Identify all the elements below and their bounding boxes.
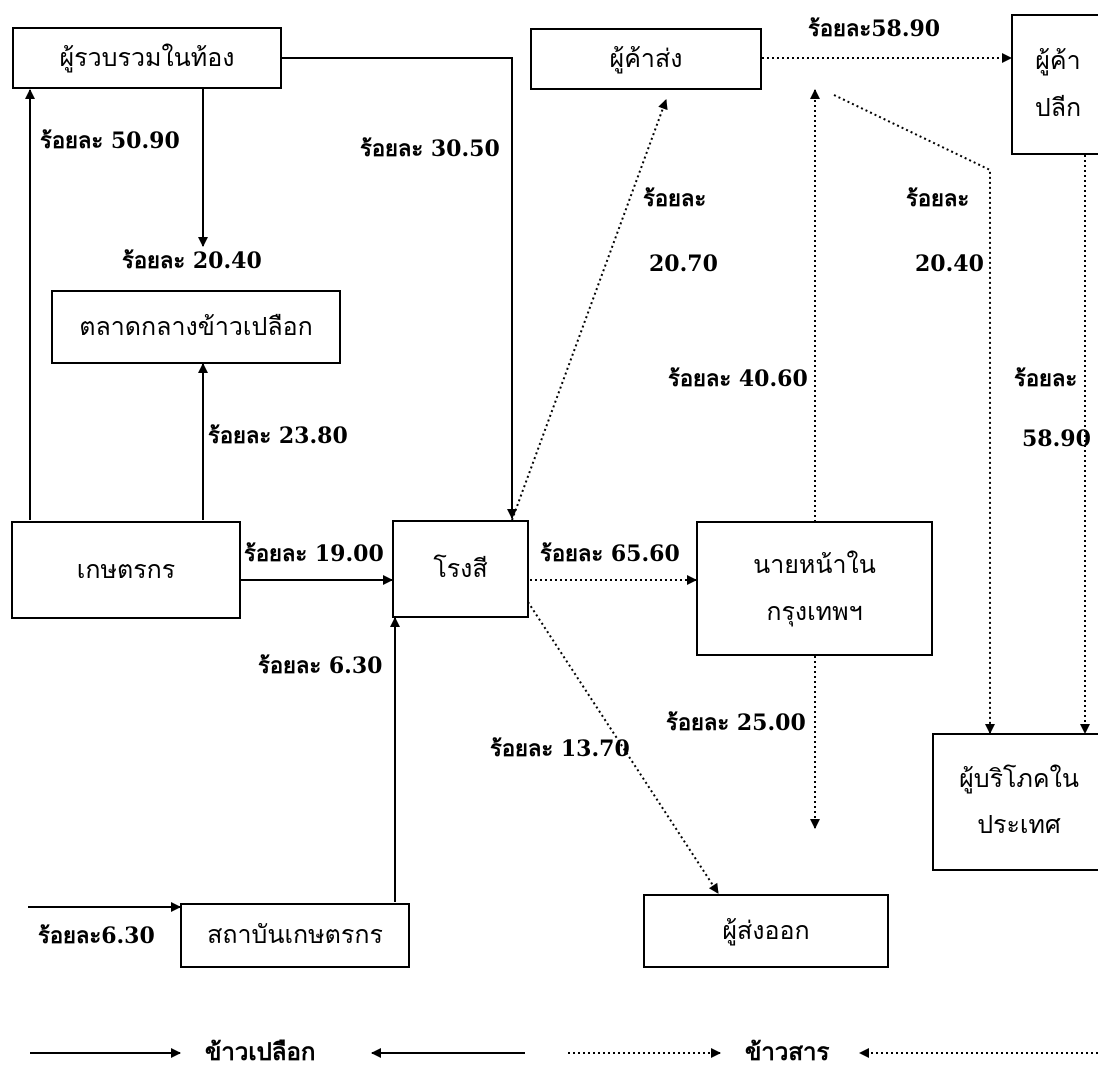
arrow-mill-to-wholesaler bbox=[511, 99, 668, 521]
label-mill-to-wholesaler-2: 20.70 bbox=[649, 251, 718, 277]
node-local-collector-label: ผู้รวบรวมในท้อง bbox=[59, 42, 235, 72]
node-farmer-institution-label: สถาบันเกษตรกร bbox=[207, 920, 383, 950]
label-wholesaler-to-consumer-1: ร้อยละ bbox=[906, 186, 970, 212]
label-collector-to-central: ร้อยละ 20.40 bbox=[122, 248, 262, 274]
label-mill-to-wholesaler-1: ร้อยละ bbox=[643, 186, 707, 212]
label-mill-to-broker: ร้อยละ 65.60 bbox=[540, 541, 680, 567]
label-farmer-to-central: ร้อยละ 23.80 bbox=[208, 423, 348, 449]
node-exporter: ผู้ส่งออก bbox=[643, 894, 889, 968]
label-farmer-to-collector: ร้อยละ 50.90 bbox=[40, 128, 180, 154]
label-into-institution: ร้อยละ6.30 bbox=[38, 923, 155, 949]
node-domestic-consumer-label-1: ผู้บริโภคใน bbox=[959, 763, 1079, 793]
node-rice-mill-label: โรงสี bbox=[433, 553, 488, 583]
label-mill-to-exporter: ร้อยละ 13.70 bbox=[490, 736, 630, 762]
node-retailer-label-1: ผู้ค้า bbox=[1035, 46, 1081, 76]
label-broker-to-exporter: ร้อยละ 25.00 bbox=[666, 710, 806, 736]
label-farmer-to-mill: ร้อยละ 19.00 bbox=[244, 541, 384, 567]
node-retailer-label-2: ปลีก bbox=[1034, 92, 1082, 122]
label-collector-to-mill: ร้อยละ 30.50 bbox=[360, 136, 500, 162]
node-retailer: ผู้ค้า ปลีก bbox=[1011, 14, 1098, 155]
arrow-collector-to-mill bbox=[280, 57, 517, 519]
label-wholesaler-to-consumer-2: 20.40 bbox=[915, 251, 984, 277]
node-farmer-institution: สถาบันเกษตรกร bbox=[180, 903, 410, 968]
node-farmer-label: เกษตรกร bbox=[76, 554, 176, 584]
label-wholesaler-to-retailer: ร้อยละ58.90 bbox=[808, 16, 941, 42]
label-broker-to-wholesaler: ร้อยละ 40.60 bbox=[668, 366, 808, 392]
label-institution-to-mill: ร้อยละ 6.30 bbox=[258, 653, 383, 679]
node-rice-mill: โรงสี bbox=[392, 520, 529, 618]
node-bkk-broker-label-2: กรุงเทพฯ bbox=[766, 596, 863, 626]
node-domestic-consumer: ผู้บริโภคใน ประเทศ bbox=[932, 733, 1098, 871]
node-wholesaler: ผู้ค้าส่ง bbox=[530, 28, 762, 90]
node-wholesaler-label: ผู้ค้าส่ง bbox=[609, 43, 683, 73]
label-retailer-to-consumer-2: 58.90 bbox=[1022, 426, 1091, 452]
label-retailer-to-consumer-1: ร้อยละ bbox=[1014, 366, 1078, 392]
legend-paddy-label: ข้าวเปลือก bbox=[205, 1037, 316, 1066]
node-farmer: เกษตรกร bbox=[11, 521, 241, 619]
node-exporter-label: ผู้ส่งออก bbox=[722, 915, 810, 945]
node-domestic-consumer-label-2: ประเทศ bbox=[977, 810, 1061, 839]
node-local-collector: ผู้รวบรวมในท้อง bbox=[12, 27, 282, 89]
node-bkk-broker-label-1: นายหน้าใน bbox=[753, 550, 876, 580]
legend-milled-rice-label: ข้าวสาร bbox=[745, 1037, 830, 1066]
node-bkk-broker: นายหน้าใน กรุงเทพฯ bbox=[696, 521, 933, 656]
node-central-market-label: ตลาดกลางข้าวเปลือก bbox=[79, 311, 313, 341]
node-central-market: ตลาดกลางข้าวเปลือก bbox=[51, 290, 341, 364]
